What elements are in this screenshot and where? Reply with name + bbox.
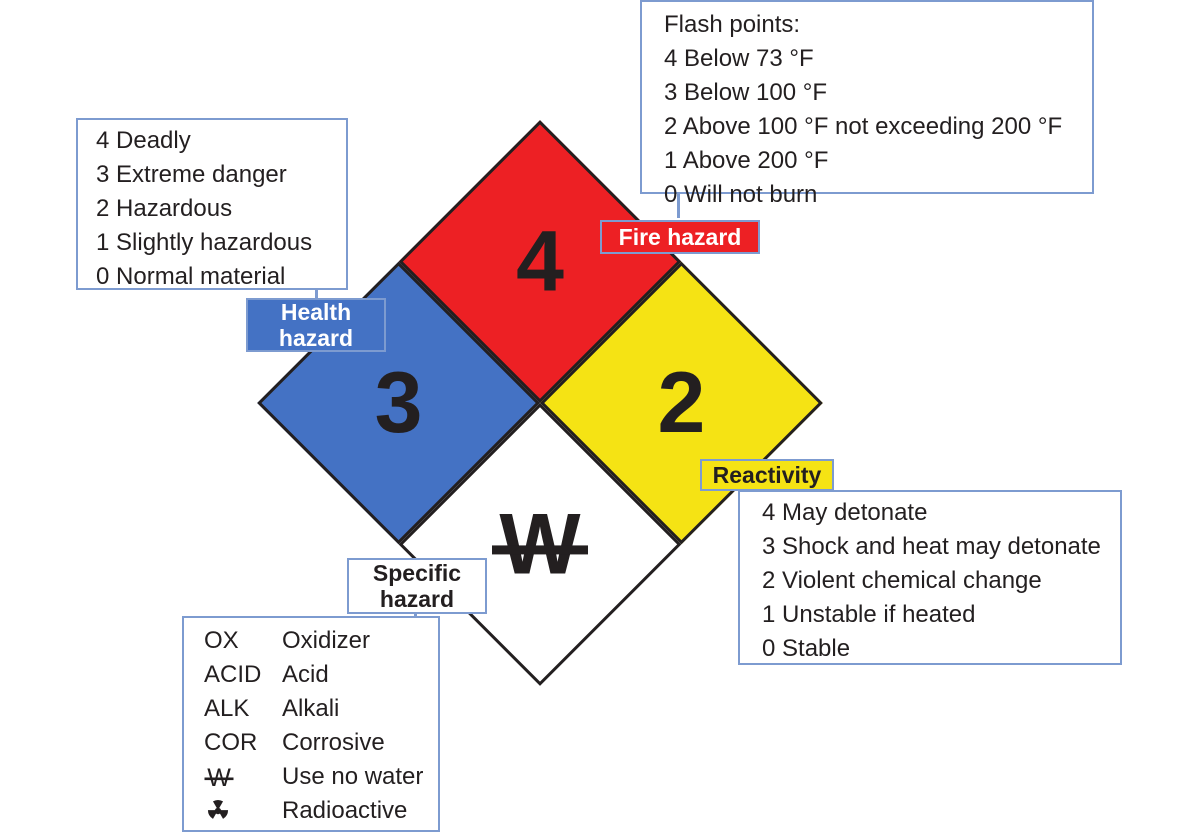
fire-hazard-tag: Fire hazard	[600, 220, 760, 254]
svg-text:W: W	[499, 501, 581, 587]
fire-legend-line: 4 Below 73 °F	[664, 45, 814, 72]
specific-hazard-description: Acid	[282, 661, 329, 688]
reactivity-legend-box: 4 May detonate 3 Shock and heat may deto…	[738, 490, 1122, 665]
fire-legend-line: 1 Above 200 °F	[664, 147, 829, 174]
reactivity-legend-line: 3 Shock and heat may detonate	[762, 533, 1101, 560]
fire-legend-line: 3 Below 100 °F	[664, 79, 828, 106]
specific-tag-line1: Specific	[372, 560, 462, 586]
reactivity-legend-line: 0 Stable	[762, 635, 851, 662]
connector-health-vertical	[315, 290, 318, 300]
specific-hazard-row: W Use no water	[204, 760, 438, 794]
specific-hazard-row: Radioactive	[204, 794, 438, 828]
specific-hazard-row: OX Oxidizer	[204, 624, 438, 658]
health-legend-line: 2 Hazardous	[96, 195, 233, 222]
health-tag-line2: hazard	[278, 325, 354, 351]
use-no-water-icon: W	[443, 447, 637, 641]
diamond-quadrant-specific: W	[398, 403, 682, 686]
fire-legend-line: 2 Above 100 °F not exceeding 200 °F	[664, 113, 1063, 140]
connector-fire-vertical	[677, 192, 680, 218]
health-legend-line: 0 Normal material	[96, 263, 286, 290]
nfpa-diamond: 4 2 3 W	[257, 120, 823, 686]
specific-hazard-description: Use no water	[282, 763, 424, 790]
specific-hazard-description: Alkali	[282, 695, 340, 722]
specific-hazard-symbol: OX	[204, 627, 239, 654]
specific-hazard-row: ALK Alkali	[204, 692, 438, 726]
fire-tag-label: Fire hazard	[618, 224, 742, 250]
specific-tag-line2: hazard	[379, 586, 455, 612]
health-legend-line: 4 Deadly	[96, 127, 191, 154]
specific-hazard-row: COR Corrosive	[204, 726, 438, 760]
radioactive-icon	[204, 797, 282, 825]
specific-hazard-description: Corrosive	[282, 729, 385, 756]
reactivity-legend-line: 4 May detonate	[762, 499, 928, 526]
specific-hazard-legend-box: OX Oxidizer ACID Acid ALK Alkali COR Cor…	[182, 616, 440, 832]
specific-hazard-tag: Specific hazard	[347, 558, 487, 614]
fire-hazard-legend-box: Flash points: 4 Below 73 °F 3 Below 100 …	[640, 0, 1094, 208]
reactivity-legend-line: 2 Violent chemical change	[762, 567, 1042, 594]
specific-hazard-symbol: ACID	[204, 661, 262, 688]
specific-hazard-symbol: COR	[204, 729, 258, 756]
specific-hazard-description: Oxidizer	[282, 627, 371, 654]
health-hazard-tag: Health hazard	[246, 298, 386, 352]
reactivity-tag-label: Reactivity	[712, 462, 822, 488]
reactivity-tag: Reactivity	[700, 459, 834, 491]
health-legend-line: 1 Slightly hazardous	[96, 229, 313, 256]
fire-legend-line: 0 Will not burn	[664, 181, 818, 208]
health-hazard-legend-box: 4 Deadly 3 Extreme danger 2 Hazardous 1 …	[76, 118, 348, 290]
fire-legend-line: Flash points:	[664, 11, 801, 38]
health-legend-line: 3 Extreme danger	[96, 161, 287, 188]
specific-hazard-symbol: ALK	[204, 695, 250, 722]
health-tag-line1: Health	[280, 299, 352, 325]
use-no-water-icon: W	[204, 763, 282, 791]
specific-hazard-description: Radioactive	[282, 797, 408, 824]
specific-hazard-row: ACID Acid	[204, 658, 438, 692]
reactivity-legend-line: 1 Unstable if heated	[762, 601, 976, 628]
